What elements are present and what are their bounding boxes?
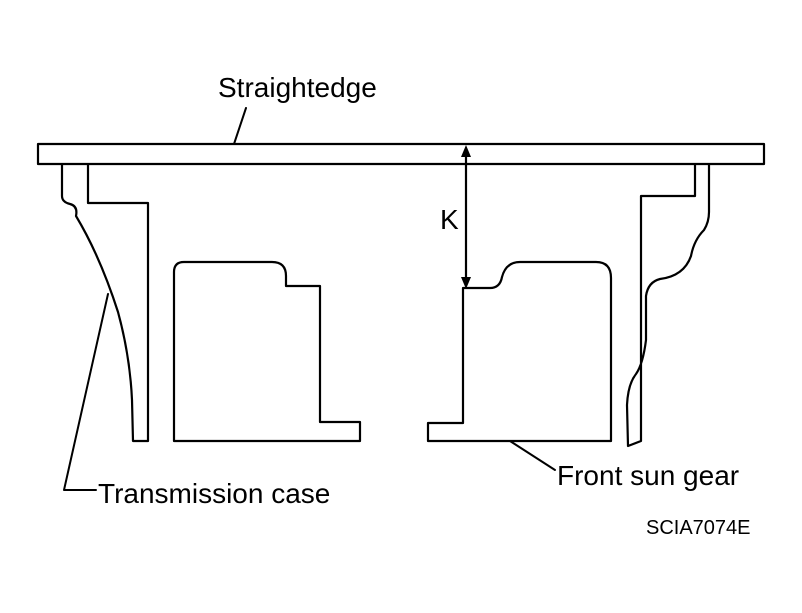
figure-code-label: SCIA7074E xyxy=(646,517,751,539)
transmission-case-right-wall xyxy=(625,163,711,448)
front-sun-gear xyxy=(426,260,613,443)
transmission-case-left-wall xyxy=(60,163,150,443)
straightedge-label: Straightedge xyxy=(218,72,377,103)
transmission-case-label: Transmission case xyxy=(98,478,331,509)
transmission-case-leader xyxy=(63,293,109,491)
dimension-k-label: K xyxy=(440,204,459,235)
front-sun-gear-label: Front sun gear xyxy=(557,460,740,491)
left-gear-block xyxy=(172,260,362,443)
dimension-k-arrow-top xyxy=(461,145,471,157)
dimension-k-arrow-bottom xyxy=(461,277,471,289)
straightedge-bar xyxy=(36,142,766,166)
straightedge-leader xyxy=(233,107,247,145)
front-sun-gear-leader xyxy=(509,440,556,471)
